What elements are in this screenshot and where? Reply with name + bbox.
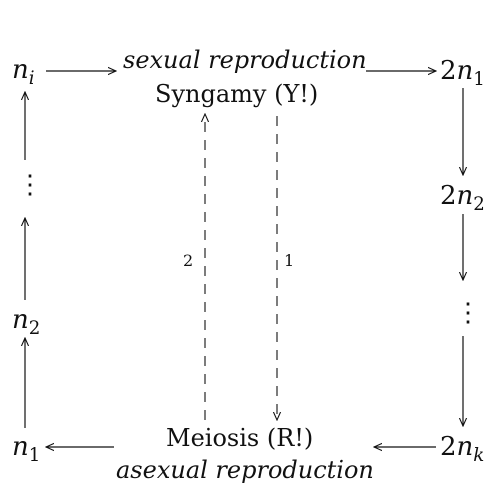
node-2n-k: 2nk <box>440 432 484 464</box>
node-n-1-sub: 1 <box>28 444 41 466</box>
node-n-1-base: n <box>12 432 29 462</box>
node-2n-2-prefix: 2 <box>440 181 457 211</box>
node-n-i: ni <box>12 55 35 87</box>
node-n-i-sub: i <box>28 67 35 89</box>
meiosis-label: Meiosis (R!) <box>166 424 314 452</box>
right-ellipsis: ⋮ <box>455 298 481 328</box>
node-n-2: n2 <box>12 305 40 337</box>
syngamy-caption: sexual reproduction <box>123 46 367 74</box>
syngamy-label: Syngamy (Y!) <box>155 80 319 108</box>
path-label-up: 2 <box>183 251 194 270</box>
node-2n-1-sub: 1 <box>473 68 485 90</box>
node-2n-1-prefix: 2 <box>440 56 457 86</box>
left-ellipsis: ⋮ <box>17 170 43 200</box>
path-label-down: 1 <box>284 251 295 270</box>
node-n-2-sub: 2 <box>28 317 41 339</box>
node-n-i-base: n <box>12 55 29 85</box>
meiosis-caption: asexual reproduction <box>116 456 374 484</box>
node-2n-k-base: n <box>456 432 474 462</box>
node-n-1: n1 <box>12 432 40 464</box>
node-2n-k-prefix: 2 <box>440 432 457 462</box>
node-2n-2-base: n <box>456 181 474 211</box>
node-2n-2: 2n2 <box>440 181 485 213</box>
node-2n-1-base: n <box>456 56 474 86</box>
node-n-2-base: n <box>12 305 29 335</box>
node-2n-1: 2n1 <box>440 56 485 88</box>
node-2n-k-sub: k <box>473 444 485 466</box>
node-2n-2-sub: 2 <box>473 193 485 215</box>
